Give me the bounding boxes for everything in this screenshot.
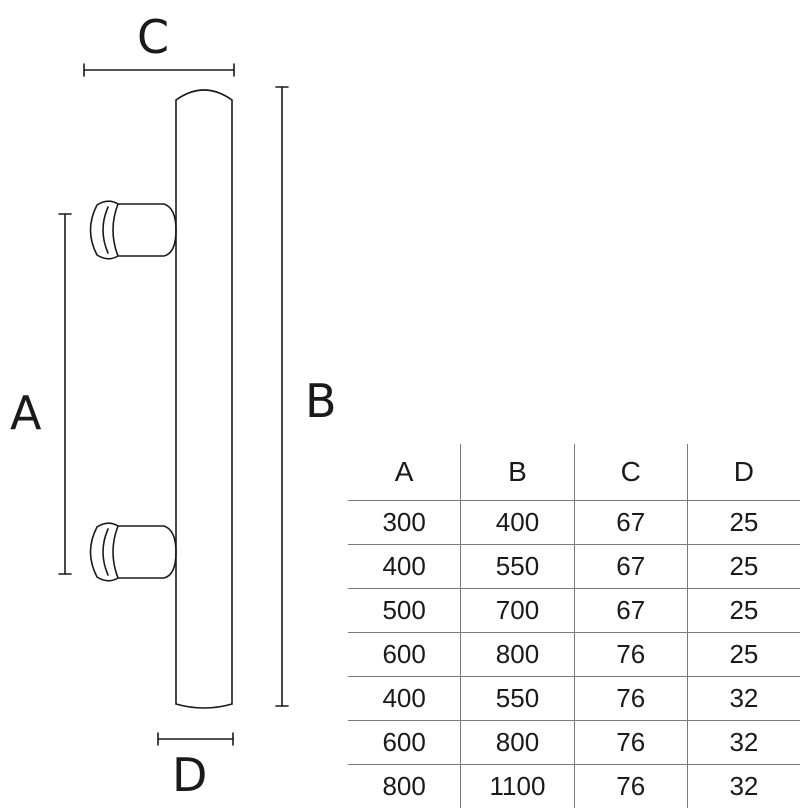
- cell-d: 32: [687, 765, 800, 808]
- cell-d: 25: [687, 633, 800, 677]
- header-a: A: [348, 444, 461, 501]
- cell-d: 25: [687, 501, 800, 545]
- cell-d: 25: [687, 589, 800, 633]
- bottom-standoff: [91, 523, 177, 581]
- cell-d: 32: [687, 677, 800, 721]
- table-row: 400 550 76 32: [348, 677, 800, 721]
- cell-a: 400: [348, 677, 461, 721]
- dimension-label-a: A: [10, 390, 41, 436]
- handle-bar: [176, 90, 232, 708]
- table-row: 800 1100 76 32: [348, 765, 800, 808]
- cell-c: 67: [574, 545, 687, 589]
- cell-a: 500: [348, 589, 461, 633]
- dimension-line-b: [276, 87, 288, 706]
- cell-a: 600: [348, 633, 461, 677]
- dimension-line-a: [59, 214, 71, 574]
- table-row: 500 700 67 25: [348, 589, 800, 633]
- cell-b: 700: [461, 589, 574, 633]
- cell-a: 600: [348, 721, 461, 765]
- cell-a: 300: [348, 501, 461, 545]
- table-row: 400 550 67 25: [348, 545, 800, 589]
- table-header-row: A B C D: [348, 444, 800, 501]
- top-standoff: [91, 201, 177, 259]
- cell-c: 67: [574, 501, 687, 545]
- cell-b: 550: [461, 545, 574, 589]
- dimension-label-b: B: [305, 378, 337, 424]
- cell-b: 550: [461, 677, 574, 721]
- table-row: 300 400 67 25: [348, 501, 800, 545]
- cell-a: 400: [348, 545, 461, 589]
- cell-d: 25: [687, 545, 800, 589]
- size-table: A B C D 300 400 67 25 400 550 67 25 500 …: [348, 444, 800, 808]
- cell-c: 76: [574, 765, 687, 808]
- cell-c: 76: [574, 721, 687, 765]
- dimension-label-c: C: [137, 14, 169, 60]
- cell-b: 800: [461, 721, 574, 765]
- header-b: B: [461, 444, 574, 501]
- dimension-label-d: D: [172, 752, 207, 798]
- table-row: 600 800 76 25: [348, 633, 800, 677]
- table-row: 600 800 76 32: [348, 721, 800, 765]
- header-c: C: [574, 444, 687, 501]
- cell-c: 76: [574, 677, 687, 721]
- cell-b: 1100: [461, 765, 574, 808]
- cell-b: 800: [461, 633, 574, 677]
- dimension-line-d: [158, 733, 233, 745]
- cell-a: 800: [348, 765, 461, 808]
- header-d: D: [687, 444, 800, 501]
- cell-c: 76: [574, 633, 687, 677]
- dimension-line-c: [84, 64, 234, 76]
- cell-c: 67: [574, 589, 687, 633]
- cell-b: 400: [461, 501, 574, 545]
- cell-d: 32: [687, 721, 800, 765]
